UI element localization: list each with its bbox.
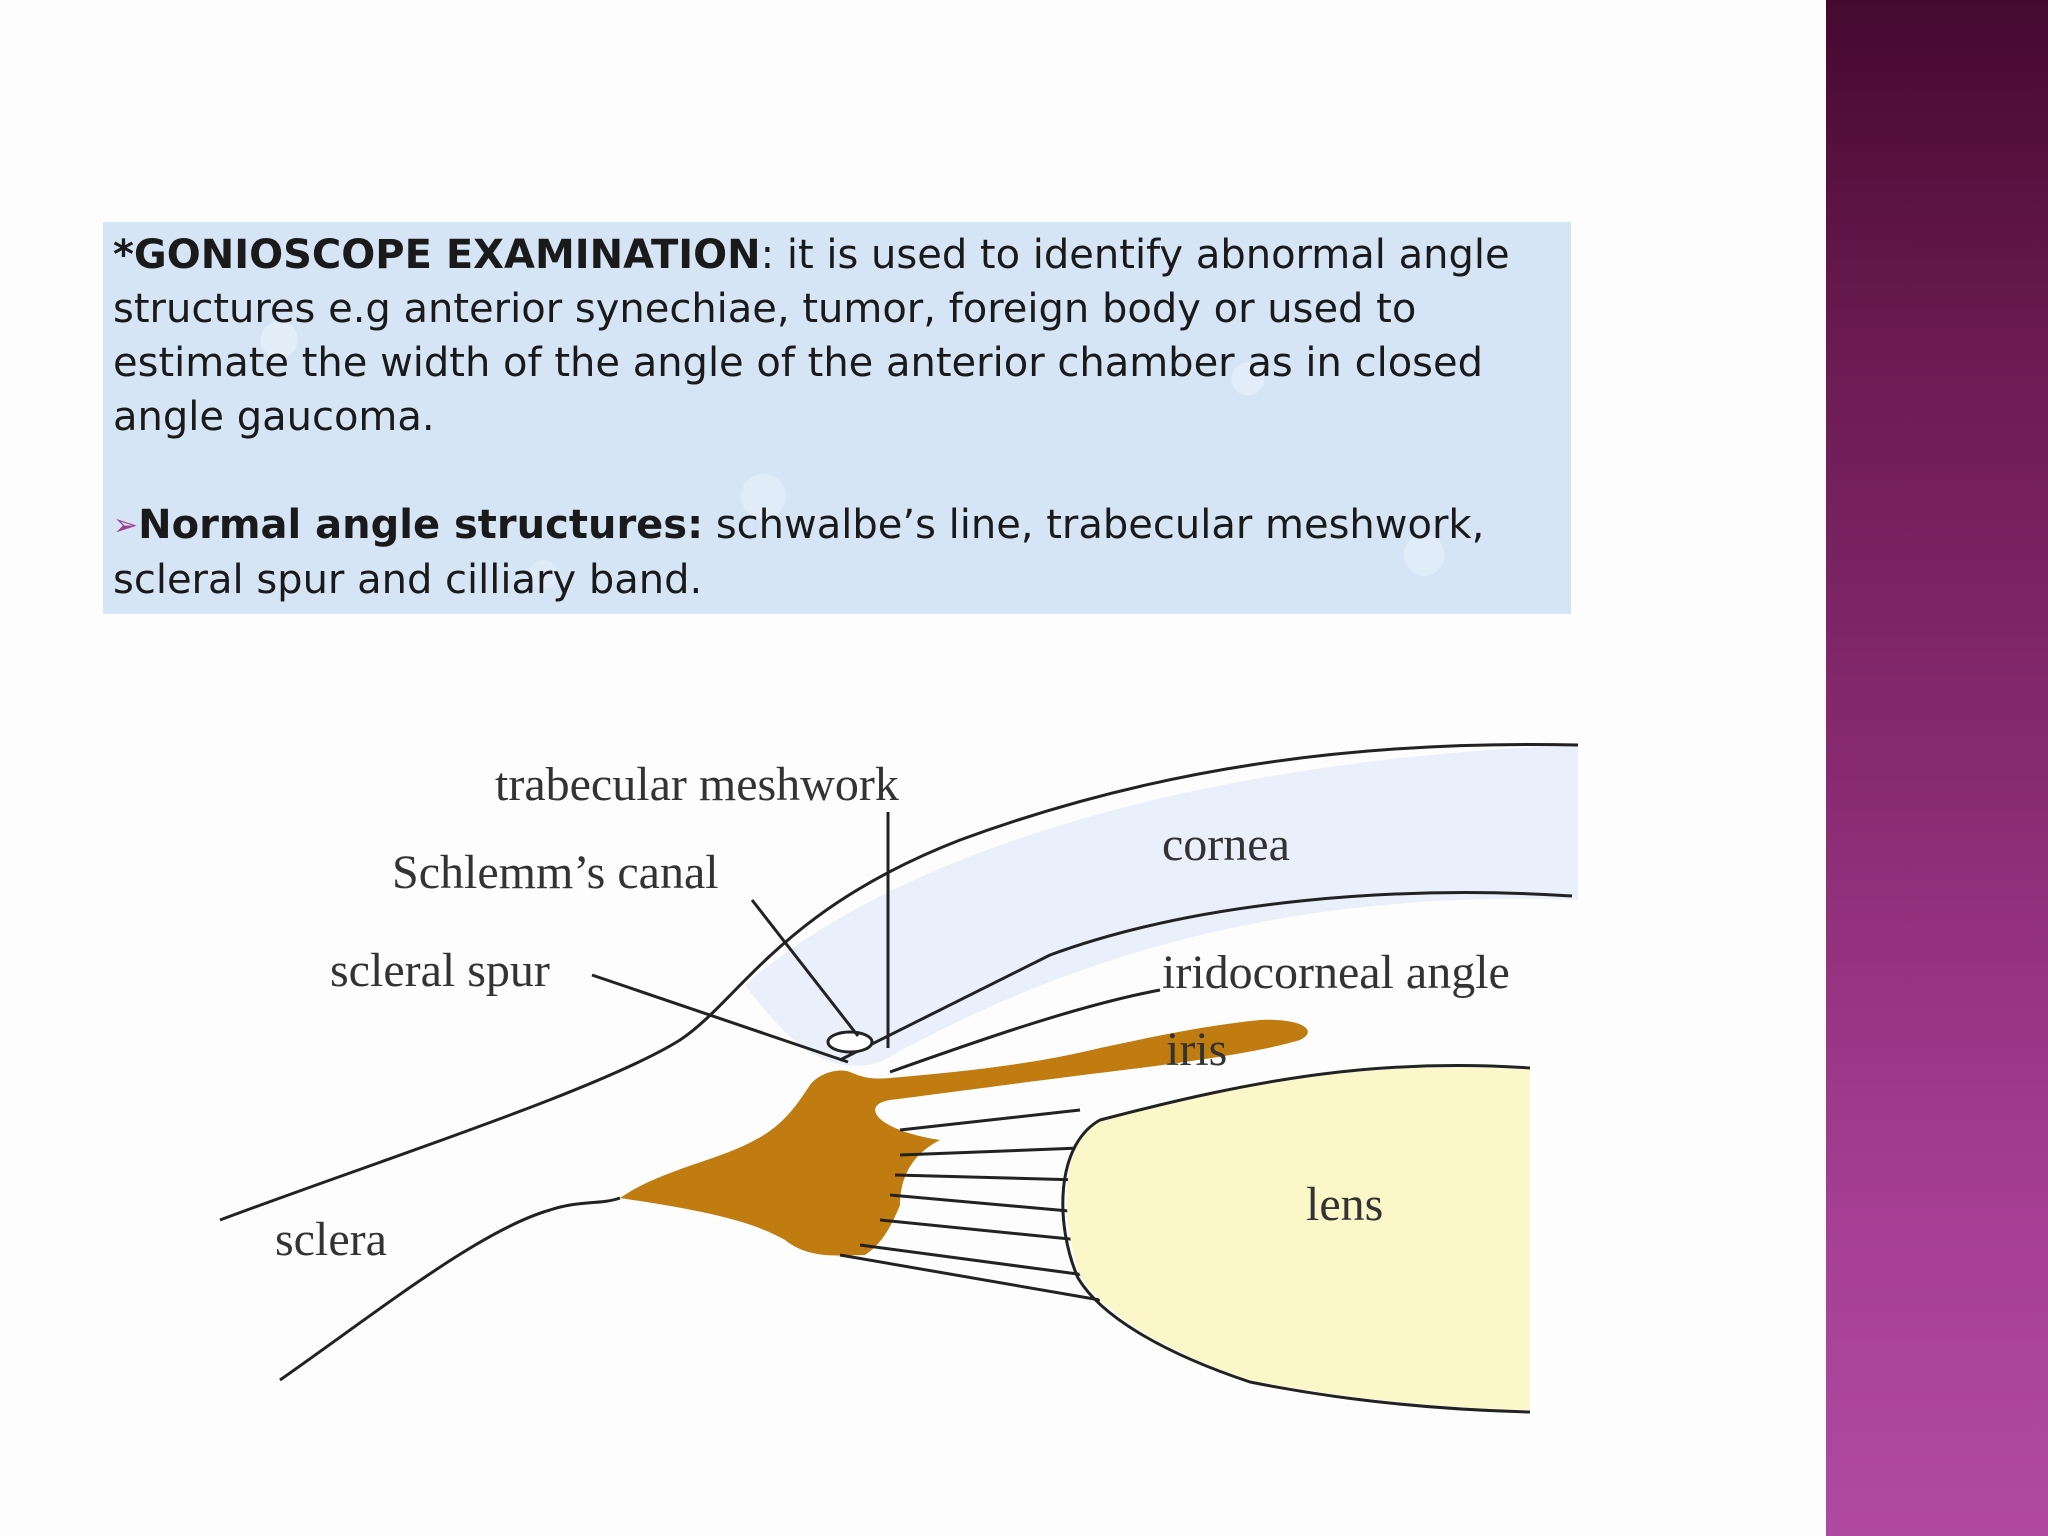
spacer (113, 444, 1561, 498)
iris-ciliary-body (620, 1019, 1308, 1256)
zonule-fibers (839, 1108, 1101, 1302)
label-lens: lens (1306, 1178, 1383, 1231)
label-cornea: cornea (1162, 818, 1290, 871)
normal-structures-bullet: ➢Normal angle structures: schwalbe’s lin… (113, 498, 1561, 607)
bullet-text: schwalbe’s line, trabecular meshwork, sc… (113, 502, 1485, 603)
label-sclera: sclera (275, 1213, 387, 1266)
label-trabecular-meshwork: trabecular meshwork (495, 758, 899, 811)
cornea-region (745, 745, 1578, 1066)
eye-angle-diagram: trabecular meshwork Schlemm’s canal scle… (200, 700, 1600, 1460)
schlemms-leader-line (750, 899, 860, 1037)
schlemms-canal-shape (826, 1030, 874, 1054)
lens-outline (1061, 1063, 1531, 1414)
arrowhead-bullet-icon: ➢ (113, 508, 139, 543)
inner-sclera-line (279, 1196, 621, 1382)
gonioscope-paragraph: *GONIOSCOPE EXAMINATION: it is used to i… (113, 228, 1561, 444)
inner-cornea-line (839, 891, 1573, 1062)
lens-region (1066, 1067, 1530, 1410)
bullet-term: Normal angle structures: (138, 502, 704, 548)
label-schlemms-canal: Schlemm’s canal (392, 846, 719, 899)
decorative-side-bar (1826, 0, 2048, 1536)
label-iris: iris (1166, 1023, 1227, 1076)
paragraph-term: *GONIOSCOPE EXAMINATION (113, 232, 761, 278)
outer-surface-line (219, 742, 1579, 1222)
iridocorneal-leader-line (889, 988, 1161, 1074)
scleral-spur-leader-line (591, 973, 849, 1064)
label-scleral-spur: scleral spur (330, 944, 550, 997)
text-box: *GONIOSCOPE EXAMINATION: it is used to i… (103, 222, 1571, 614)
label-iridocorneal-angle: iridocorneal angle (1162, 946, 1510, 999)
paragraph-text: : it is used to identify abnormal angle … (113, 232, 1510, 440)
